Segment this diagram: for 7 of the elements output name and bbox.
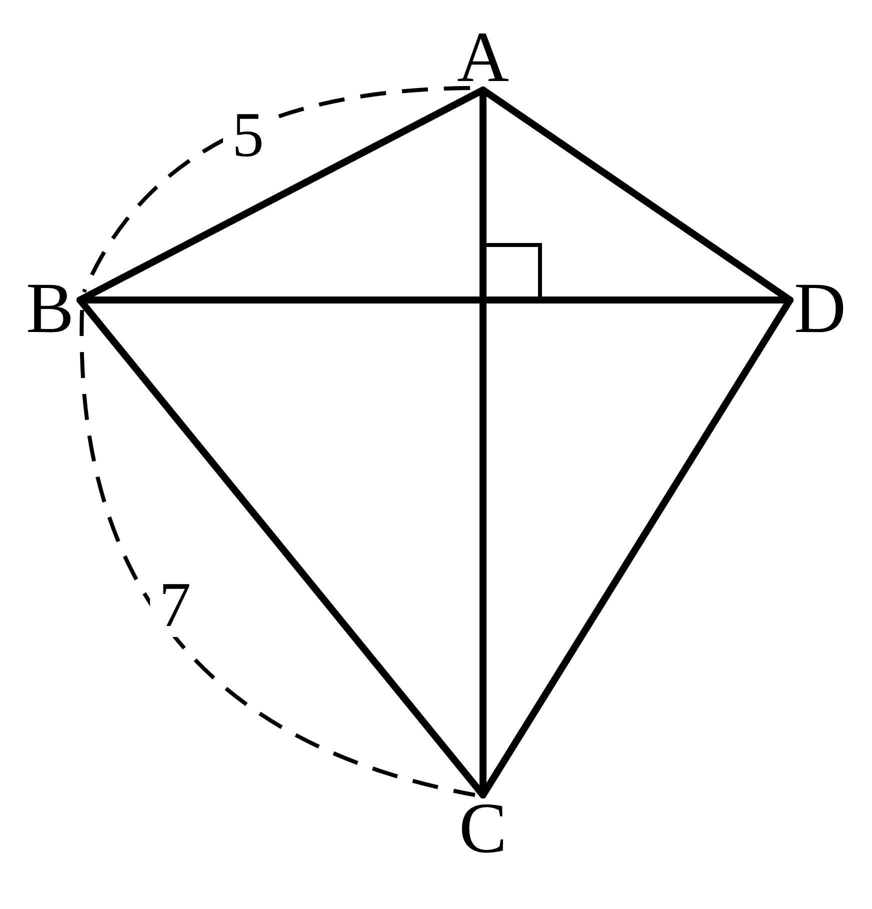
line-segment bbox=[76, 296, 794, 304]
vertex-label: C bbox=[453, 795, 513, 861]
vertex-label: D bbox=[790, 275, 850, 341]
line-segment bbox=[480, 296, 794, 798]
vertex-label: A bbox=[453, 24, 513, 90]
vertex-label: B bbox=[20, 275, 80, 341]
line-segment bbox=[480, 86, 486, 798]
